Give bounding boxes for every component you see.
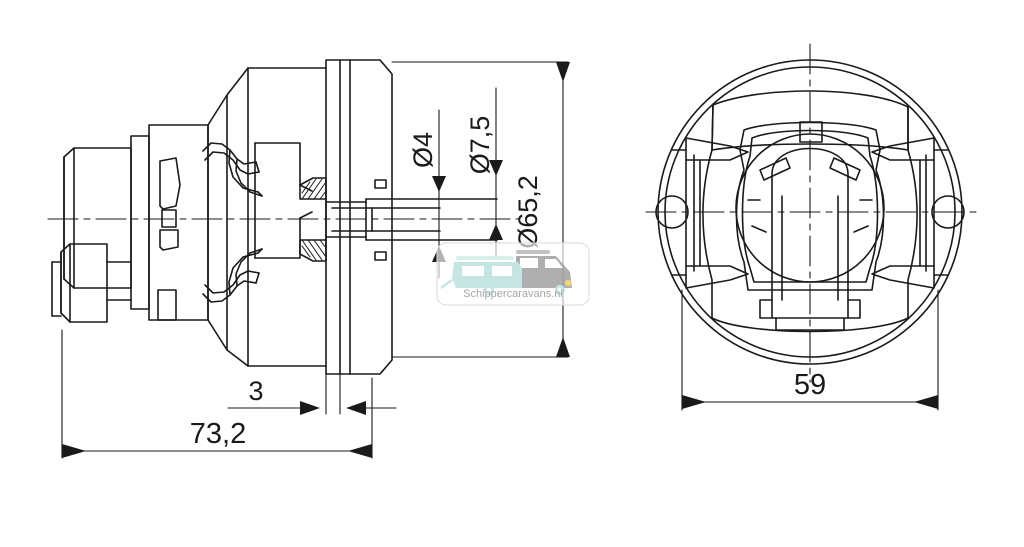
dimension-label-overall-732: 73,2: [190, 418, 246, 450]
watermark-caravan-icon: [440, 256, 522, 296]
headlight-icon: [564, 279, 572, 287]
side-section-view: [47, 59, 521, 375]
watermark-site-name: Schippercaravans.nl: [463, 288, 563, 300]
dimension-diameter-652: [391, 61, 570, 358]
dimension-overall-732: [61, 329, 373, 459]
contact-shaft: [325, 198, 498, 241]
section-hatch-lower: [299, 239, 327, 262]
dimension-label-diameter-4: Ø4: [408, 132, 438, 168]
dimension-endview-59: [681, 289, 939, 411]
dimension-label-diameter-75: Ø7,5: [465, 116, 495, 175]
dimension-label-flange-3: 3: [248, 376, 263, 406]
socket-body-cone: [207, 67, 249, 367]
bulb-body-outline: [759, 147, 861, 331]
connector-housing: [51, 147, 132, 323]
socket-barrel: [247, 67, 327, 367]
dimension-flange-3: [227, 373, 397, 415]
watermark: Schippercaravans.nl: [436, 242, 590, 306]
watermark-camper-icon: [516, 250, 572, 296]
retaining-clip-left: [671, 137, 749, 289]
bulb-aperture-collar: [735, 121, 885, 291]
dimension-label-diameter-652: Ø65,2: [513, 175, 543, 249]
centerlines-end-view: [645, 43, 977, 383]
front-end-view: [645, 43, 977, 383]
dimension-label-endview-59: 59: [794, 369, 826, 401]
retaining-clip-right: [871, 137, 949, 289]
dimension-diameter-75: [489, 87, 503, 259]
